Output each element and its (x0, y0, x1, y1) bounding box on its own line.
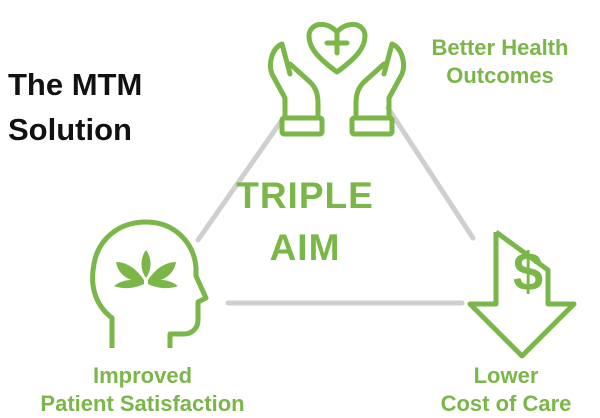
connector-health-to-satisfaction (195, 117, 285, 243)
down-arrow-outline (467, 229, 577, 359)
label-satisfaction-line-2: Patient Satisfaction (40, 391, 245, 416)
heart-hands-icon (267, 21, 407, 137)
right-cuff (349, 115, 395, 137)
label-satisfaction-line-1: Improved (92, 363, 193, 388)
triple-aim-center: TRIPLE (220, 176, 390, 216)
slide-title-line-1: The MTM (8, 67, 143, 102)
slide-title: The MTM Solution (8, 62, 208, 152)
dollar-sign: $ (513, 242, 543, 302)
lotus-flower (114, 250, 178, 289)
left-hand (267, 41, 321, 121)
label-cost-line-2: Cost of Care (440, 391, 572, 416)
label-improved-patient-satisfaction: Improved Patient Satisfaction (0, 362, 285, 418)
label-health-line-1: Better Health (431, 35, 569, 60)
right-hand (353, 41, 407, 121)
label-health-line-2: Outcomes (446, 63, 554, 88)
center-line-2: AIM (269, 227, 341, 268)
head-lotus-icon (90, 219, 209, 348)
dollar-down-arrow-icon: $ (467, 229, 577, 359)
slide-title-line-2: Solution (8, 112, 132, 147)
label-lower-cost-of-care: Lower Cost of Care (412, 362, 600, 418)
connector-health-to-cost (385, 105, 476, 241)
center-line-1: TRIPLE (236, 175, 374, 216)
plus-sign (324, 30, 350, 56)
left-cuff (279, 115, 325, 137)
label-better-health-outcomes: Better Health Outcomes (405, 34, 595, 90)
head-outline (90, 219, 209, 348)
triple-aim-center-2: AIM (220, 228, 390, 268)
label-cost-line-1: Lower (473, 363, 539, 388)
